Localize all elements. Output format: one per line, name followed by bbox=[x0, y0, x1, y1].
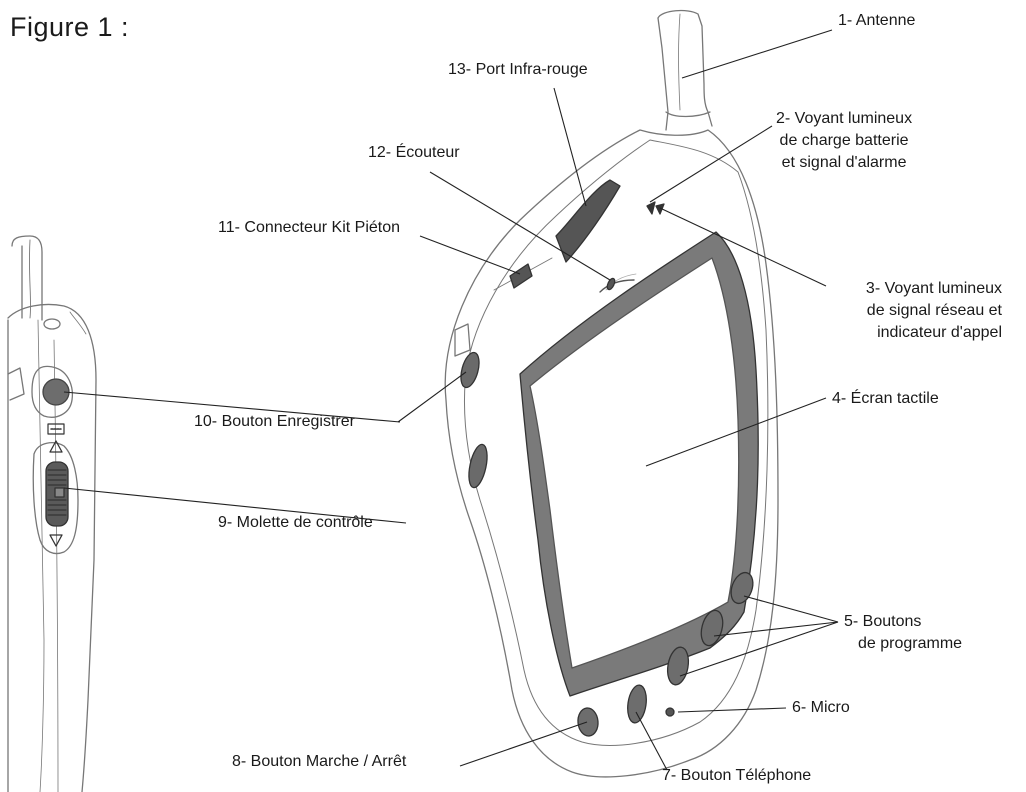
program-buttons bbox=[577, 571, 754, 737]
indicator-leds bbox=[646, 201, 665, 215]
side-buttons bbox=[460, 351, 488, 489]
figure-title: Figure 1 : bbox=[10, 12, 130, 42]
label-antenne: 1- Antenne bbox=[838, 10, 915, 32]
label-line: 7- Bouton Téléphone bbox=[662, 767, 812, 784]
label-bouton-enregistrer: 10- Bouton Enregistrer bbox=[194, 411, 355, 433]
label-ecran: 4- Écran tactile bbox=[832, 388, 939, 410]
label-line: de charge batterie bbox=[779, 132, 909, 149]
label-molette: 9- Molette de contrôle bbox=[218, 512, 373, 534]
label-bouton-telephone: 7- Bouton Téléphone bbox=[662, 765, 811, 787]
side-view bbox=[7, 235, 97, 792]
label-line: 4- Écran tactile bbox=[832, 390, 939, 407]
label-line: 9- Molette de contrôle bbox=[218, 514, 373, 531]
label-bouton-marche: 8- Bouton Marche / Arrêt bbox=[232, 751, 406, 773]
label-line: de signal réseau et bbox=[866, 302, 1002, 319]
micro-shape bbox=[665, 707, 675, 717]
label-port-infrarouge: 13- Port Infra-rouge bbox=[448, 59, 588, 81]
label-line: et signal d'alarme bbox=[781, 154, 907, 171]
touch-screen-shape bbox=[519, 231, 759, 697]
side-icons bbox=[47, 423, 65, 547]
label-line: 12- Écouteur bbox=[368, 144, 460, 161]
label-line: 3- Voyant lumineux bbox=[865, 280, 1002, 297]
label-micro: 6- Micro bbox=[792, 697, 850, 719]
label-line: 11- Connecteur Kit Piéton bbox=[218, 219, 401, 236]
label-line: 6- Micro bbox=[792, 699, 850, 716]
label-ecouteur: 12- Écouteur bbox=[368, 142, 460, 164]
control-wheel-shape bbox=[45, 461, 69, 527]
label-voyant-reseau: 3- Voyant lumineux de signal réseau et i… bbox=[834, 278, 1002, 344]
label-connecteur-kit: 11- Connecteur Kit Piéton bbox=[218, 217, 400, 239]
label-line: 8- Bouton Marche / Arrêt bbox=[232, 753, 407, 770]
earpiece-area bbox=[555, 179, 637, 293]
label-line: 2- Voyant lumineux bbox=[776, 110, 913, 127]
label-voyant-batterie: 2- Voyant lumineux de charge batterie et… bbox=[776, 108, 912, 174]
antenna-shape bbox=[657, 9, 713, 131]
label-line: 1- Antenne bbox=[838, 12, 916, 29]
headset-jack-shape bbox=[509, 263, 533, 289]
label-line: de programme bbox=[858, 635, 963, 652]
leader-lines bbox=[63, 29, 839, 771]
label-line: 5- Boutons bbox=[844, 613, 922, 630]
label-boutons-programme: 5- Boutons de programme bbox=[844, 611, 962, 655]
label-line: indicateur d'appel bbox=[877, 324, 1002, 341]
label-line: 13- Port Infra-rouge bbox=[448, 61, 588, 78]
label-line: 10- Bouton Enregistrer bbox=[194, 413, 355, 430]
